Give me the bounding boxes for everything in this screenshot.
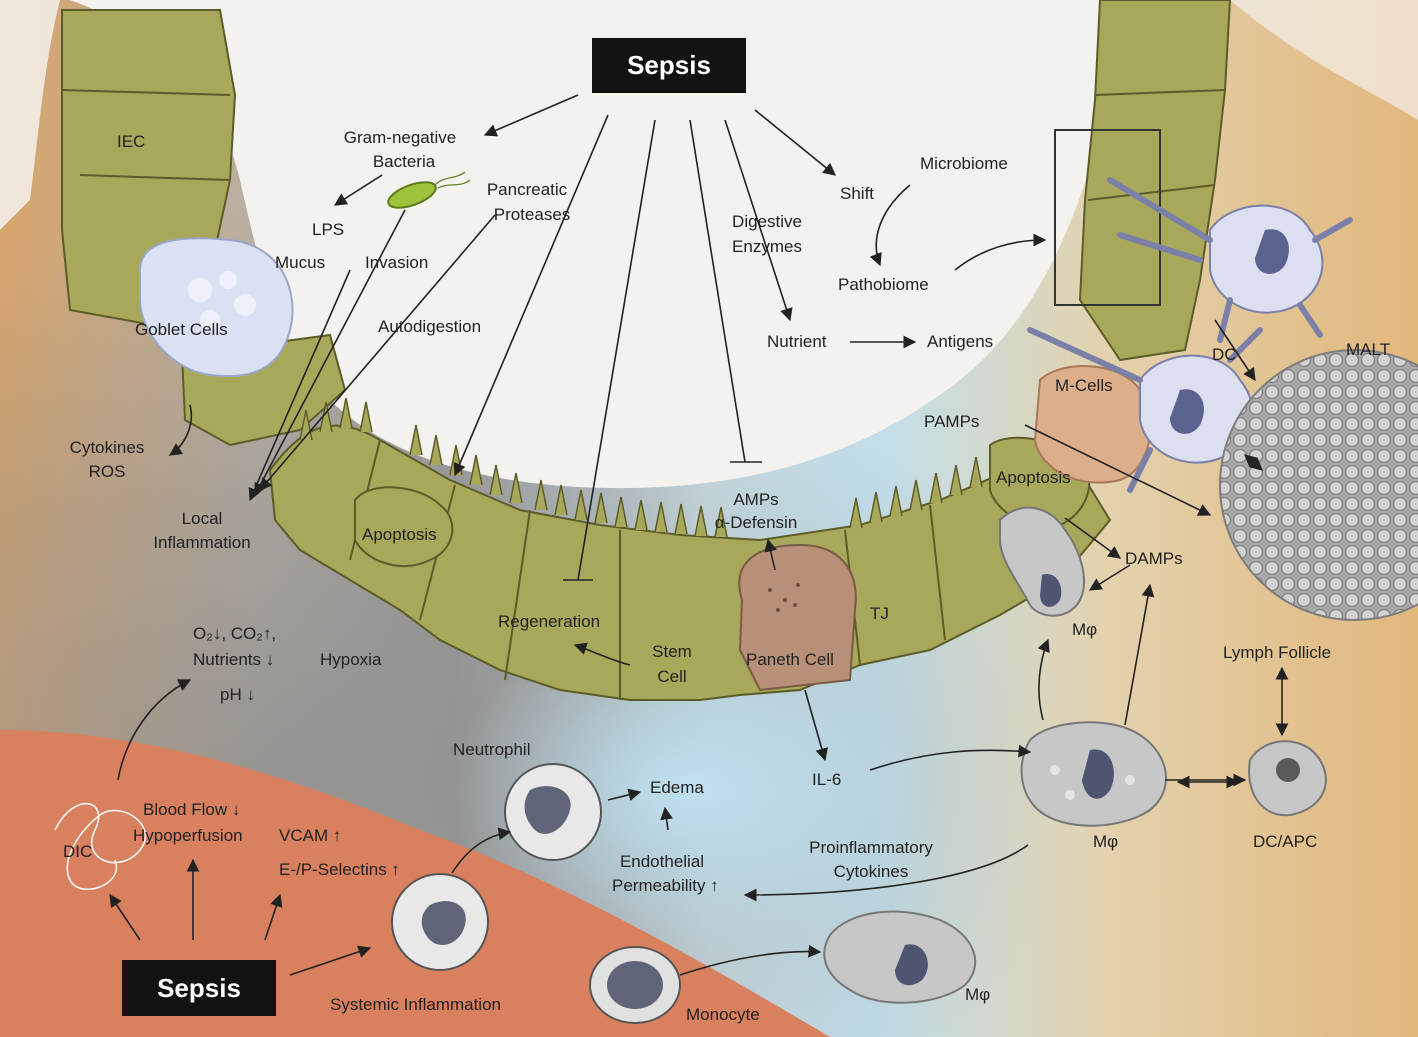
dendritic-cell-upper <box>1107 177 1353 343</box>
neutrophil-vessel <box>391 873 489 971</box>
macrophage-middle <box>1020 721 1167 827</box>
inhibition-lines <box>563 119 762 581</box>
label-pamps: PAMPs <box>924 412 980 431</box>
label-nutrients: Nutrients ↓ <box>193 650 275 669</box>
label-shift: Shift <box>840 184 875 203</box>
goblet-cell <box>139 237 294 378</box>
label-alpha-defensin: α-Defensin <box>714 513 798 532</box>
label-mucus: Mucus <box>275 253 326 272</box>
label-digestive: Digestive <box>732 212 802 231</box>
label-proteases: Proteases <box>493 205 571 224</box>
label-edema: Edema <box>650 778 704 797</box>
label-inflammation: Inflammation <box>153 533 251 552</box>
label-hypoperfusion: Hypoperfusion <box>133 826 243 845</box>
label-tj: TJ <box>870 604 889 623</box>
bacterium <box>387 171 471 209</box>
label-dc: DC <box>1212 345 1237 364</box>
double-arrows <box>1176 454 1289 789</box>
label-regeneration: Regeneration <box>498 612 601 631</box>
neutrophil-tissue <box>504 763 602 861</box>
label-o2-co2: O₂↓, CO₂↑, <box>193 624 277 643</box>
sepsis-box-bottom: Sepsis <box>122 960 276 1016</box>
label-neutrophil: Neutrophil <box>453 740 531 759</box>
label-invasion: Invasion <box>365 253 429 272</box>
dendritic-cell-lower <box>1027 327 1263 493</box>
label-endothelial: Endothelial <box>619 852 705 871</box>
label-blood-flow: Blood Flow ↓ <box>143 800 241 819</box>
label-ph: pH ↓ <box>220 685 255 704</box>
label-stem: Stem <box>652 642 692 661</box>
label-apoptosis-right: Apoptosis <box>996 468 1071 487</box>
label-hypoxia: Hypoxia <box>320 650 382 669</box>
label-lymph-follicle: Lymph Follicle <box>1223 643 1332 662</box>
label-proinf-cytokines: Cytokines <box>833 862 909 881</box>
malt-follicle <box>1219 349 1418 621</box>
label-enzymes: Enzymes <box>732 237 802 256</box>
label-systemic-inflammation: Systemic Inflammation <box>330 995 501 1014</box>
label-antigens: Antigens <box>927 332 994 351</box>
top-left-fade <box>0 0 60 230</box>
label-bacteria: Bacteria <box>372 152 436 171</box>
label-gram-negative: Gram-negative <box>343 128 457 147</box>
label-mphi-bottom: Mφ <box>965 985 991 1004</box>
label-local: Local <box>181 509 223 528</box>
dc-apc-cell <box>1248 740 1327 817</box>
label-m-cells: M-Cells <box>1055 376 1113 395</box>
top-right-fade <box>1230 0 1418 120</box>
label-vcam: VCAM ↑ <box>279 826 342 845</box>
label-dic: DIC <box>63 842 93 861</box>
label-goblet-cells: Goblet Cells <box>135 320 228 339</box>
dic-clot-scribble <box>54 802 147 890</box>
m-cell <box>1033 365 1152 484</box>
label-permeability: Permeability ↑ <box>612 876 719 895</box>
label-monocyte: Monocyte <box>686 1005 760 1024</box>
label-paneth-cell: Paneth Cell <box>746 650 834 669</box>
macrophage-bottom <box>823 910 977 1004</box>
label-amps: AMPs <box>733 490 779 509</box>
macrophage-upper <box>999 506 1085 617</box>
label-ros: ROS <box>88 462 126 481</box>
label-nutrient: Nutrient <box>767 332 827 351</box>
paneth-cell <box>738 543 857 692</box>
label-malt: MALT <box>1346 340 1391 359</box>
label-damps: DAMPs <box>1125 549 1183 568</box>
sepsis-box-top: Sepsis <box>592 38 746 93</box>
apoptotic-cell-left <box>354 486 454 568</box>
label-microbiome: Microbiome <box>920 154 1008 173</box>
label-mphi-middle: Mφ <box>1093 832 1119 851</box>
label-proinflammatory: Proinflammatory <box>809 838 933 857</box>
label-cytokines: Cytokines <box>69 438 145 457</box>
label-pancreatic: Pancreatic <box>486 180 568 199</box>
label-iec: IEC <box>117 132 146 151</box>
right-villus-epithelium <box>1078 0 1232 362</box>
label-cell: Cell <box>657 667 687 686</box>
monocyte-cell <box>589 946 681 1024</box>
label-mphi-upper: Mφ <box>1072 620 1098 639</box>
label-dc-apc: DC/APC <box>1253 832 1318 851</box>
label-lps: LPS <box>312 220 345 239</box>
label-il6: IL-6 <box>812 770 842 789</box>
label-pathobiome: Pathobiome <box>838 275 929 294</box>
label-selectins: E-/P-Selectins ↑ <box>279 860 400 879</box>
label-autodigestion: Autodigestion <box>378 317 482 336</box>
zoom-box <box>1054 129 1161 306</box>
label-apoptosis-left: Apoptosis <box>362 525 437 544</box>
